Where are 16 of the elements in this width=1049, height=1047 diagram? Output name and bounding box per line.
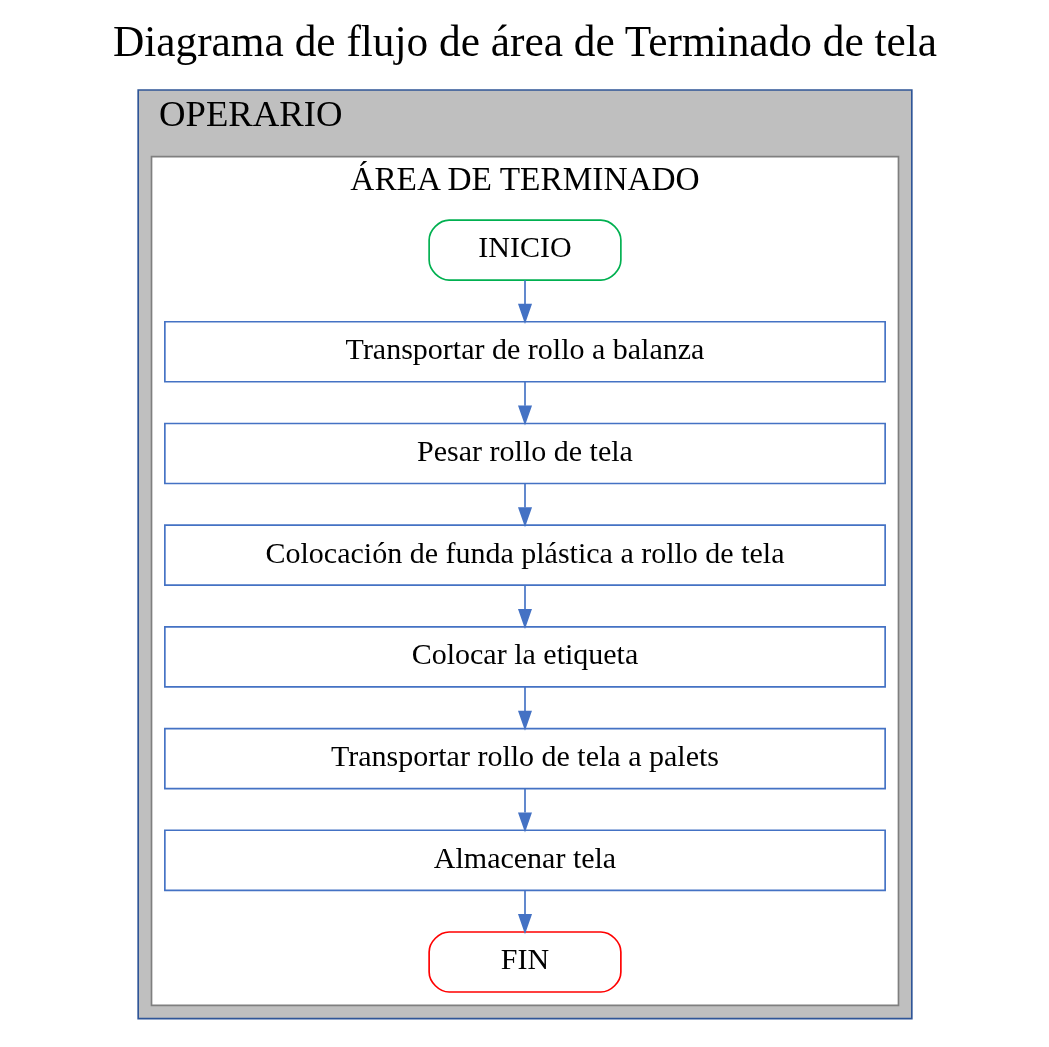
node-box: Transportar de rollo a balanza	[163, 320, 886, 383]
arrow	[517, 381, 532, 426]
node-box: Colocar la etiqueta	[163, 626, 886, 688]
diagram-title: Diagrama de flujo de área de Terminado de tela	[112, 17, 937, 66]
node-box: INICIO	[427, 219, 622, 281]
arrow	[517, 482, 532, 528]
node-box: Almacenar tela	[163, 829, 886, 892]
arrow	[517, 787, 532, 833]
node-box: Pesar rollo de tela	[163, 422, 886, 485]
arrow	[517, 686, 532, 731]
arrow	[517, 889, 532, 935]
node-box: FIN	[427, 931, 622, 993]
arrow	[517, 584, 532, 629]
node-box: Transportar rollo de tela a palets	[163, 727, 886, 790]
node-box: Colocación de funda plástica a rollo de tela	[163, 524, 886, 587]
arrow	[517, 279, 532, 324]
